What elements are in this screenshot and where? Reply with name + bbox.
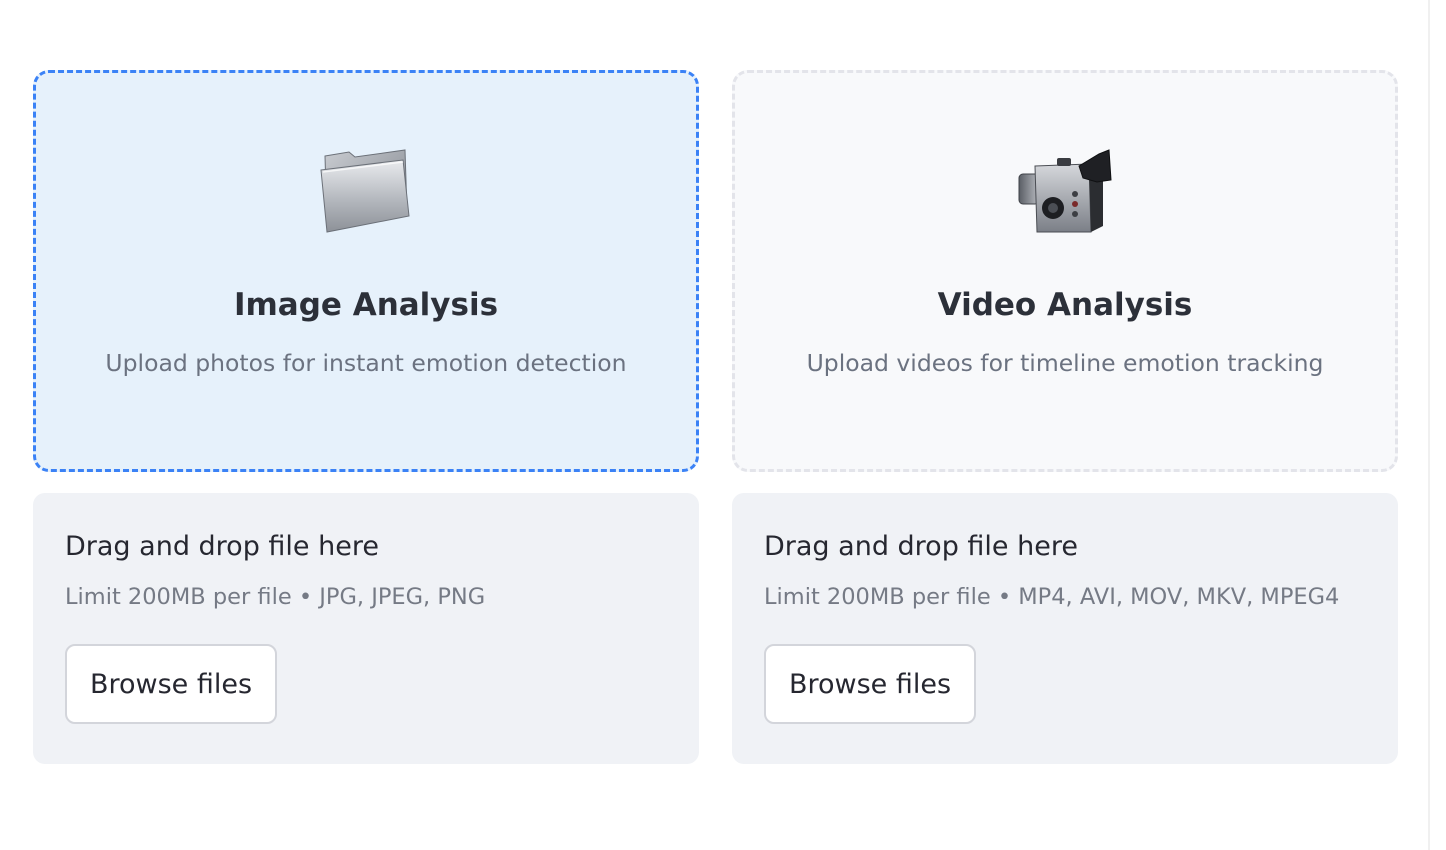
browse-files-button[interactable]: Browse files (764, 644, 976, 724)
video-analysis-title: Video Analysis (937, 287, 1193, 323)
image-file-dropzone[interactable]: Drag and drop file here Limit 200MB per … (33, 493, 699, 764)
scrollbar-track[interactable] (1428, 0, 1446, 850)
video-camera-icon (1015, 143, 1115, 239)
dropzone-limit-text: Limit 200MB per file • JPG, JPEG, PNG (65, 584, 486, 610)
image-analysis-card[interactable]: Image Analysis Upload photos for instant… (33, 70, 699, 472)
image-analysis-description: Upload photos for instant emotion detect… (105, 349, 627, 377)
video-file-dropzone[interactable]: Drag and drop file here Limit 200MB per … (732, 493, 1398, 764)
image-analysis-title: Image Analysis (233, 287, 499, 323)
browse-files-button[interactable]: Browse files (65, 644, 277, 724)
dropzone-limit-text: Limit 200MB per file • MP4, AVI, MOV, MK… (764, 584, 1340, 610)
video-analysis-card[interactable]: Video Analysis Upload videos for timelin… (732, 70, 1398, 472)
video-column: Video Analysis Upload videos for timelin… (732, 70, 1398, 764)
dropzone-title: Drag and drop file here (764, 531, 1078, 562)
video-analysis-description: Upload videos for timeline emotion track… (806, 349, 1324, 377)
dropzone-title: Drag and drop file here (65, 531, 379, 562)
folder-icon (316, 143, 416, 239)
image-column: Image Analysis Upload photos for instant… (33, 70, 699, 764)
